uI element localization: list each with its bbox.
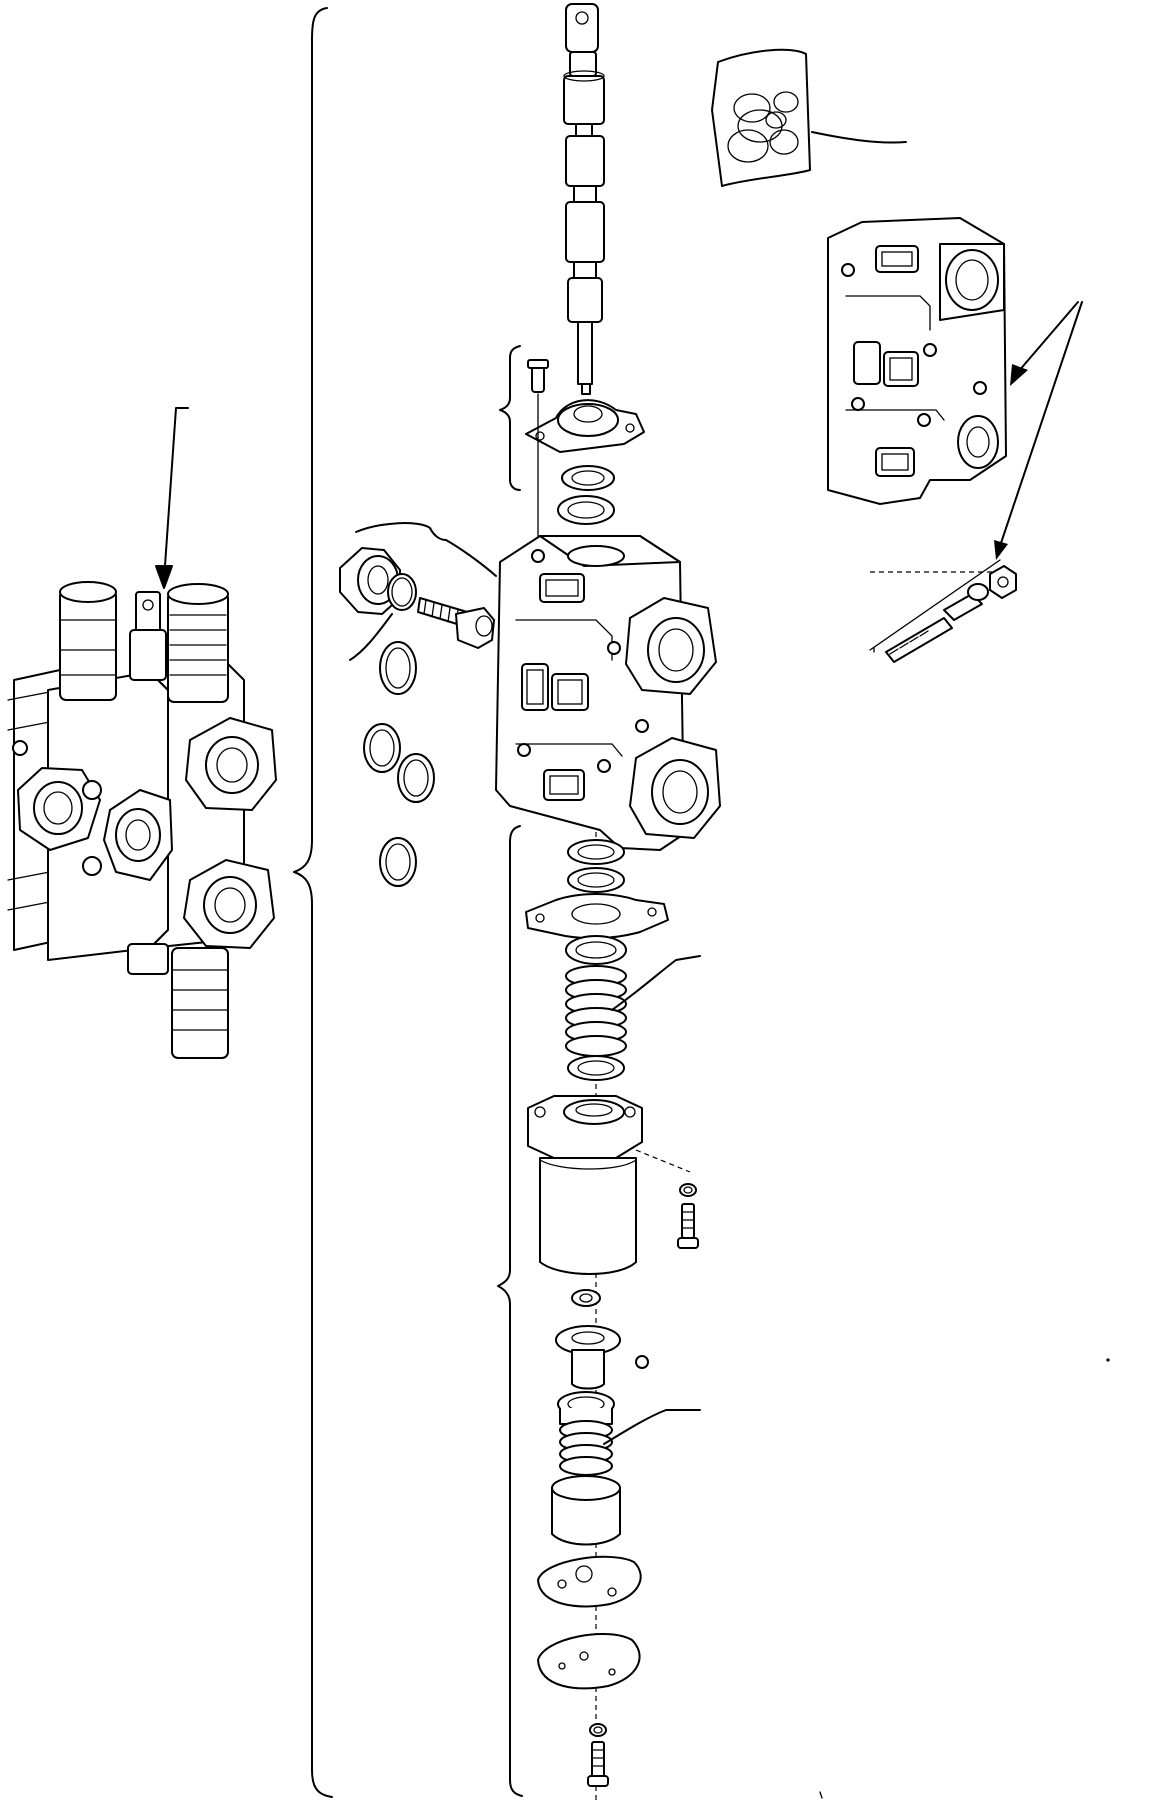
centering-spring-group-part[interactable] <box>525 832 701 1800</box>
o-rings-part[interactable] <box>363 641 435 887</box>
valve-body-part[interactable] <box>495 535 721 851</box>
detent-group-part[interactable] <box>537 1289 701 1787</box>
spring-coil-upper <box>565 965 627 1057</box>
upper-seal-brace <box>499 345 521 491</box>
main-group-brace <box>293 7 333 1798</box>
spring-cap-part[interactable] <box>527 1095 699 1275</box>
lower-group-brace <box>497 825 523 1797</box>
tie-rod-part[interactable] <box>869 559 1017 663</box>
upper-seal-group-part[interactable] <box>525 359 645 557</box>
seal-kit-part[interactable] <box>711 48 907 187</box>
valve-assembly-illustration <box>7 407 277 1059</box>
relief-plug-part[interactable] <box>339 547 495 661</box>
spring-coil-lower <box>559 1420 613 1476</box>
relief-plug-brace <box>355 522 497 577</box>
valve-section-part[interactable] <box>827 217 1083 560</box>
spool-part[interactable] <box>563 3 605 395</box>
stray-marks <box>819 1358 1110 1799</box>
